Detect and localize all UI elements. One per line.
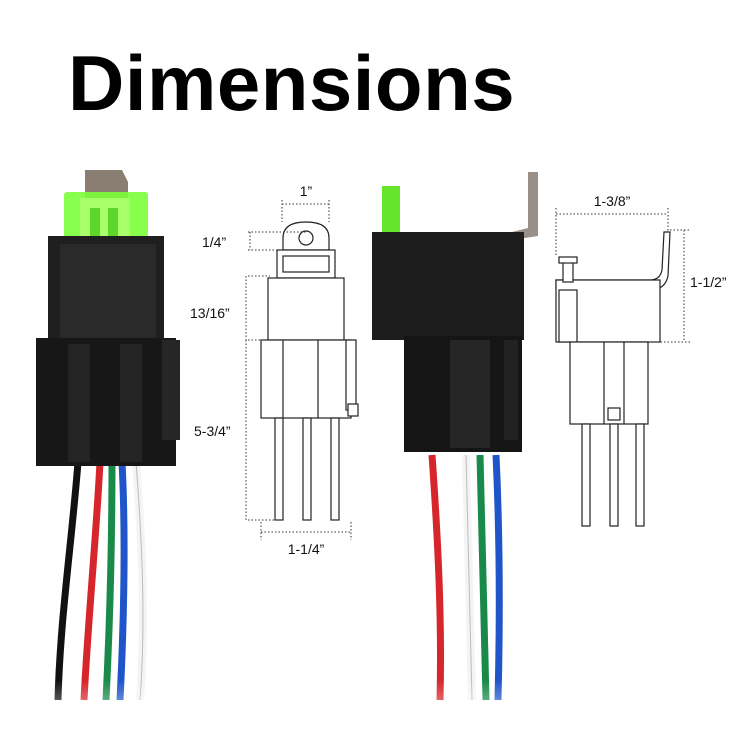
- page-title: Dimensions: [68, 39, 516, 127]
- led-indicator-icon: [382, 186, 400, 238]
- relay-body-right: [372, 232, 524, 340]
- dim-tab-height: 1/4”: [202, 234, 226, 250]
- wire-bundle-right: [428, 454, 503, 701]
- mounting-bracket: [512, 172, 538, 240]
- dim-cap-height: 13/16”: [190, 305, 230, 321]
- dim-front-height: 1-1/2”: [690, 274, 727, 290]
- bottom-fade: [0, 680, 750, 750]
- wire-bundle-left: [54, 461, 147, 701]
- side-view-drawing: [245, 200, 359, 540]
- fuse-icon: [64, 192, 148, 242]
- dim-body-height: 5-3/4”: [194, 423, 231, 439]
- dim-front-width: 1-3/8”: [594, 193, 631, 209]
- relay-photo-left: [36, 170, 180, 701]
- dim-base-width: 1-1/4”: [288, 541, 325, 557]
- relay-socket: [36, 338, 176, 466]
- dim-width-top: 1”: [300, 183, 313, 199]
- relay-photo-right: [372, 172, 538, 701]
- front-view-drawing: [555, 208, 690, 527]
